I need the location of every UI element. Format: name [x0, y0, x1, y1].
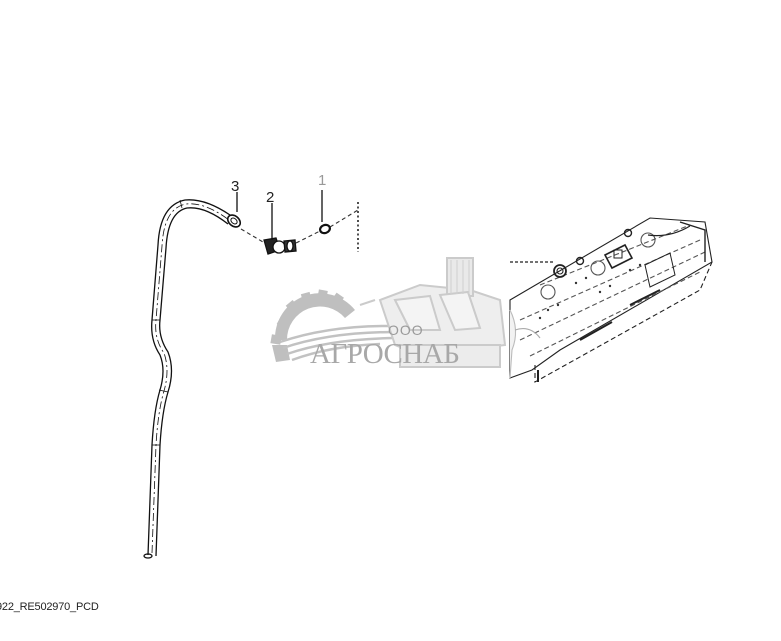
watermark-logo-icon: [270, 257, 507, 368]
callout-1[interactable]: 1: [314, 172, 328, 189]
callout-1-label: 1: [318, 172, 327, 189]
watermark-company-name: АГРОСНАБ: [310, 338, 460, 370]
leader-lines: [236, 190, 323, 240]
o-ring-part-1: [319, 223, 331, 235]
image-code-label: 922_RE502970_PCD: [0, 601, 99, 613]
callout-3-label: 3: [231, 178, 240, 195]
callout-2[interactable]: 2: [266, 189, 280, 206]
watermark-prefix: ООО: [388, 322, 424, 338]
elbow-fitting-part-2: [263, 237, 297, 255]
valve-cover-assembly: [509, 217, 713, 383]
callout-3[interactable]: 3: [231, 179, 239, 194]
assembly-lines: [240, 209, 359, 244]
hose-part-3: [143, 199, 242, 559]
callout-2-label: 2: [266, 189, 275, 206]
